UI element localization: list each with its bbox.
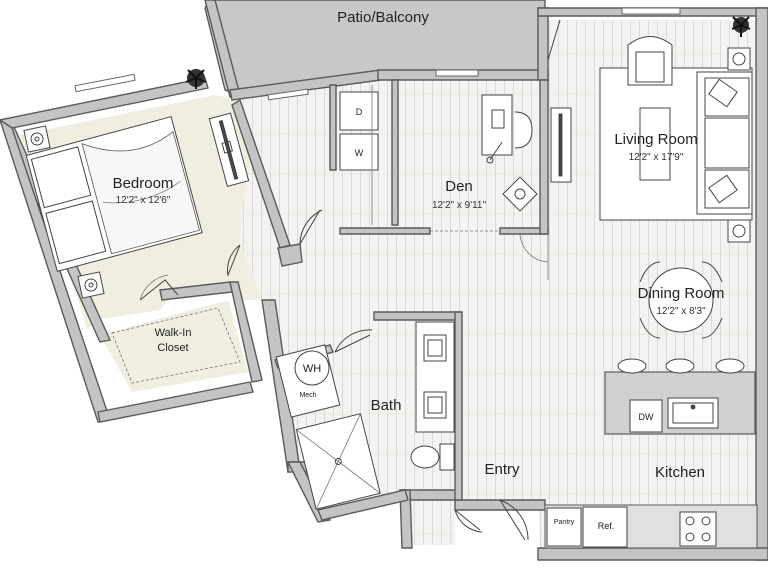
bed	[25, 116, 203, 273]
dryer-label: D	[356, 107, 363, 117]
windows	[74, 7, 681, 101]
mech-label: Mech	[299, 392, 316, 399]
doors	[227, 19, 561, 541]
closet-outline	[111, 274, 241, 384]
water-heater-label: WH	[303, 363, 321, 375]
shower	[295, 413, 381, 510]
entry-label: Entry	[484, 461, 520, 478]
den-label: Den	[445, 178, 473, 195]
closet-label-line2: Closet	[157, 342, 188, 354]
fixture-labels: D W WH Mech DW Pantry Ref.	[299, 107, 654, 531]
dining-furniture	[639, 261, 723, 339]
walls	[0, 0, 768, 561]
bath-label: Bath	[371, 397, 402, 414]
living-furniture	[599, 16, 753, 243]
side-table-top	[727, 47, 751, 71]
toilet	[410, 443, 455, 471]
desk	[481, 94, 513, 156]
fridge-label: Ref.	[598, 521, 615, 531]
refrigerator	[582, 506, 628, 548]
patio-label: Patio/Balcony	[337, 9, 429, 26]
bedroom-label: Bedroom	[113, 175, 174, 192]
washer-label: W	[355, 148, 364, 158]
closet-label-line1: Walk-In	[155, 327, 192, 339]
dining-room-label: Dining Room	[638, 285, 725, 302]
dishwasher	[629, 399, 663, 433]
bedroom-furniture	[23, 69, 250, 299]
nightstand-top	[23, 125, 51, 153]
pantry	[546, 507, 582, 547]
pantry-label: Pantry	[554, 519, 575, 526]
desk-chair	[514, 111, 533, 149]
den-side-table	[502, 176, 538, 212]
den-dimensions: 12'2" x 9'11"	[432, 200, 487, 211]
armchair	[627, 36, 673, 86]
plant-icon	[185, 69, 207, 89]
closet-floor	[100, 300, 248, 392]
side-table-bottom	[727, 219, 751, 243]
dresser	[208, 112, 250, 188]
kitchen-fixtures	[546, 358, 745, 548]
bar-stools	[617, 358, 745, 374]
room-labels: Patio/Balcony Bedroom 12'2" x 12'6" Den …	[113, 9, 725, 481]
nightstand-bottom	[77, 271, 105, 299]
dishwasher-label: DW	[639, 412, 654, 422]
dining-room-dimensions: 12'2" x 8'3"	[656, 306, 706, 317]
coffee-table	[639, 107, 671, 181]
den-furniture	[481, 94, 572, 212]
living-room-dimensions: 12'2" x 17'9"	[629, 152, 684, 163]
stove	[679, 511, 717, 547]
dining-table	[648, 267, 714, 333]
bedroom-dimensions: 12'2" x 12'6"	[116, 195, 171, 206]
laundry	[339, 85, 379, 225]
kitchen-label: Kitchen	[655, 464, 705, 481]
bath-fixtures	[275, 321, 455, 510]
living-room-label: Living Room	[614, 131, 697, 148]
plant-icon	[731, 16, 751, 37]
water-heater	[275, 344, 341, 418]
